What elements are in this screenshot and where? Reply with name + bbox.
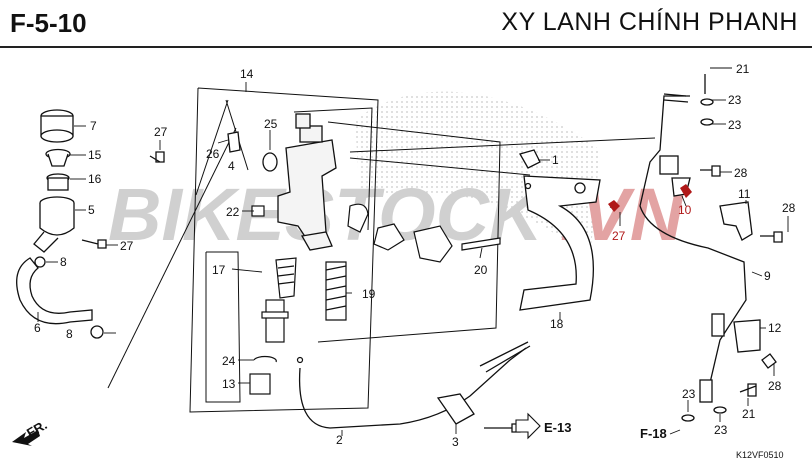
- leader-lines: [37, 67, 789, 436]
- e13-arrow-icon: [515, 412, 541, 440]
- callout-13: 13: [222, 377, 236, 391]
- callout-28-b: 28: [782, 201, 796, 215]
- callout-26: 26: [206, 147, 220, 161]
- group-box-17: [205, 251, 241, 403]
- leader-box: [107, 127, 237, 389]
- callout-20: 20: [474, 263, 488, 277]
- brake-hose: [639, 74, 783, 422]
- ref-f18: F-18: [640, 426, 667, 441]
- front-arrow-icon: FR.: [12, 417, 50, 446]
- callout-2: 2: [336, 433, 343, 447]
- callout-21-top: 21: [736, 62, 750, 76]
- ref-e13: E-13: [544, 420, 571, 435]
- header-divider: [0, 46, 812, 48]
- callout-4: 4: [228, 159, 235, 173]
- switch-parts: [251, 203, 501, 263]
- watermark: BIKESTOCK .VN: [108, 91, 685, 261]
- callout-3: 3: [452, 435, 459, 449]
- group-box-kit: [317, 121, 501, 343]
- callout-27-top: 27: [154, 125, 168, 139]
- callout-28-c: 28: [768, 379, 782, 393]
- callout-11: 11: [738, 187, 751, 201]
- callout-15: 15: [88, 148, 102, 162]
- callout-22: 22: [226, 205, 240, 219]
- group-outlines: [107, 87, 656, 413]
- cable-2: [298, 341, 531, 433]
- callout-7: 7: [90, 119, 97, 133]
- callout-28-a: 28: [734, 166, 748, 180]
- callout-8-top: 8: [60, 255, 67, 269]
- callout-9: 9: [764, 269, 771, 283]
- figure-code: K12VF0510: [736, 450, 784, 460]
- ref-f18-leader: [669, 429, 681, 435]
- callout-10: 10: [678, 203, 692, 217]
- callout-18: 18: [550, 317, 564, 331]
- callout-1: 1: [552, 153, 559, 167]
- reservoir-parts: [16, 109, 165, 339]
- callout-23-c: 23: [682, 387, 696, 401]
- callout-27-left: 27: [120, 239, 134, 253]
- callout-23-b: 23: [728, 118, 742, 132]
- callout-17: 17: [212, 263, 226, 277]
- callout-24: 24: [222, 354, 236, 368]
- piston-spring: [249, 257, 347, 395]
- section-title: XY LANH CHÍNH PHANH: [501, 8, 798, 36]
- bracket-18: [519, 149, 601, 311]
- callout-27-right: 27: [612, 229, 626, 243]
- callout-12: 12: [768, 321, 782, 335]
- callout-labels: 7 15 16 5 27 8 6 8 27 14 25 26 4 22 17 1…: [34, 62, 796, 449]
- clamp-10-highlight: [680, 184, 692, 198]
- callout-25: 25: [264, 117, 278, 131]
- callout-8-bottom: 8: [66, 327, 73, 341]
- callout-6: 6: [34, 321, 41, 335]
- callout-5: 5: [88, 203, 95, 217]
- highlight-markers: [608, 184, 692, 212]
- master-cylinder: [227, 113, 337, 251]
- callout-23-d: 23: [714, 423, 728, 437]
- group-box-14: [189, 87, 379, 413]
- bolt-27-highlight: [608, 200, 620, 212]
- callout-23-a: 23: [728, 93, 742, 107]
- callout-21-bottom: 21: [742, 407, 756, 421]
- section-code: F-5-10: [10, 8, 87, 38]
- callout-19: 19: [362, 287, 376, 301]
- callout-16: 16: [88, 172, 102, 186]
- callout-14: 14: [240, 67, 254, 81]
